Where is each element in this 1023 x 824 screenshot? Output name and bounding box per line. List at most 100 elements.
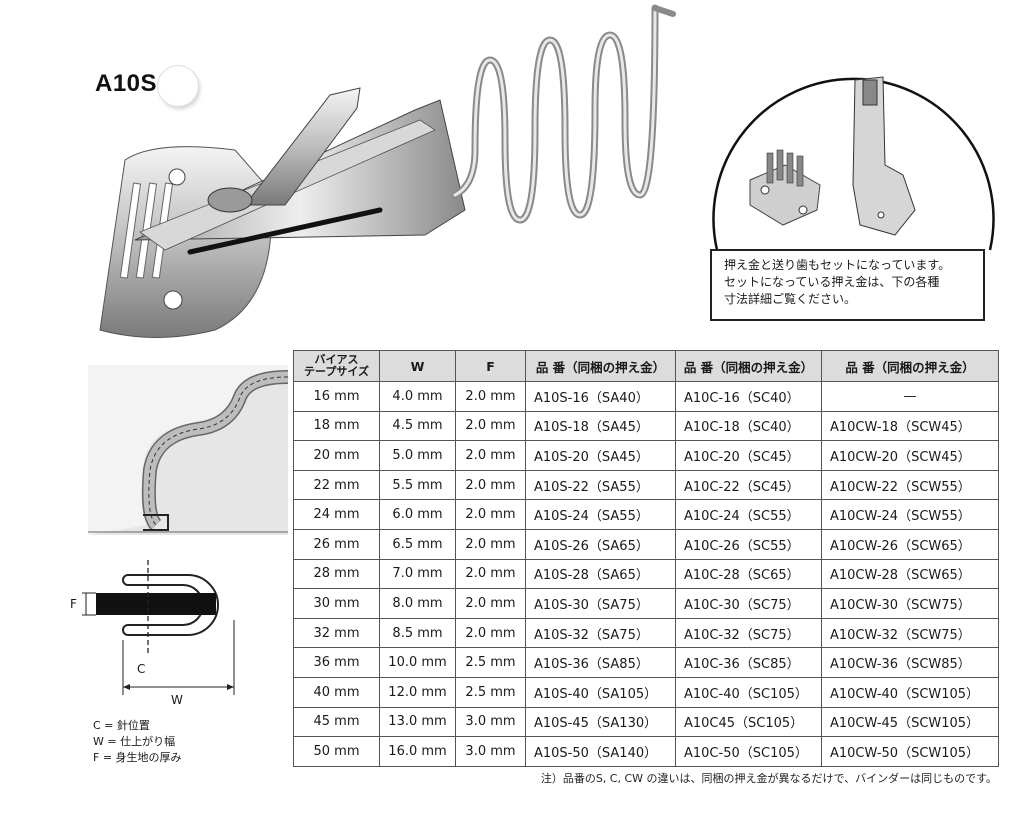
table-cell: 8.0 mm [379,588,456,619]
table-cell: 2.5 mm [455,676,526,708]
header-tape-size-line2: テープサイズ [303,365,369,378]
table-header-row: バイアス テープサイズ W F 品 番（同梱の押え金） 品 番（同梱の押え金） … [293,350,999,382]
table-cell: A10C-18（SC40） [675,410,822,442]
legend-f: F = 身生地の厚み [93,751,182,764]
table-cell: 22 mm [293,469,380,501]
table-cell: 2.0 mm [455,558,526,590]
table-cell: A10C-20（SC45） [675,440,822,471]
table-cell: A10C-50（SC105） [675,736,822,767]
table-cell: 6.0 mm [379,499,456,530]
table-cell: 45 mm [293,706,380,738]
table-cell: A10CW-30（SCW75） [821,588,999,619]
note-line-1: 押え金と送り歯もセットになっています。 [724,258,951,272]
table-cell: A10C-16（SC40） [675,381,822,412]
header-tape-size-line1: バイアス [314,353,359,366]
table-cell: A10S-50（SA140） [525,736,676,767]
table-cell: A10C45（SC105） [675,706,822,738]
table-cell: A10C-26（SC55） [675,528,822,560]
table-cell: A10C-24（SC55） [675,499,822,530]
table-cell: 13.0 mm [379,706,456,738]
table-cell: A10CW-18（SCW45） [821,410,999,442]
legend-w: W = 仕上がり幅 [93,735,176,748]
table-cell: 4.5 mm [379,410,456,442]
table-cell: 5.5 mm [379,469,456,501]
header-f: F [455,350,526,382]
table-cell: 30 mm [293,588,380,619]
table-cell: 4.0 mm [379,381,456,412]
table-cell: A10CW-20（SCW45） [821,440,999,471]
table-cell: 20 mm [293,440,380,471]
table-cell: 28 mm [293,558,380,590]
table-cell: A10CW-22（SCW55） [821,469,999,501]
table-cell: 32 mm [293,617,380,649]
presser-foot-inset-illustration [712,76,995,251]
table-cell: 10.0 mm [379,647,456,678]
table-cell: A10S-22（SA55） [525,469,676,501]
header-part-cw: 品 番（同梱の押え金） [821,350,999,382]
spec-table: バイアス テープサイズ W F 品 番（同梱の押え金） 品 番（同梱の押え金） … [293,350,999,767]
table-cell: A10CW-45（SCW105） [821,706,999,738]
table-cell: A10CW-36（SCW85） [821,647,999,678]
fabric-binding-illustration [88,365,288,535]
table-cell: 7.0 mm [379,558,456,590]
table-cell: 2.0 mm [455,588,526,619]
cross-section-diagram [82,560,235,695]
f-label: F [70,597,77,611]
table-cell: 2.0 mm [455,499,526,530]
table-cell: A10S-20（SA45） [525,440,676,471]
footnote: 注）品番のS, C, CW の違いは、同梱の押え金が異なるだけで、バインダーは同… [540,772,997,785]
title-decoration-circle [158,66,198,106]
w-label: W [171,693,183,707]
table-cell: 8.5 mm [379,617,456,649]
table-cell: 36 mm [293,647,380,678]
table-cell: A10C-32（SC75） [675,617,822,649]
table-cell: A10CW-32（SCW75） [821,617,999,649]
table-cell: 24 mm [293,499,380,530]
table-cell: A10S-32（SA75） [525,617,676,649]
note-line-2: セットになっている押え金は、下の各種 [724,275,940,289]
binder-attachment-illustration [99,4,676,338]
table-cell: A10S-18（SA45） [525,410,676,442]
legend-c: C = 針位置 [93,719,150,732]
table-cell: 16.0 mm [379,736,456,767]
table-cell: 6.5 mm [379,528,456,560]
table-cell: A10CW-28（SCW65） [821,558,999,590]
header-tape-size: バイアス テープサイズ [293,350,380,382]
table-cell: A10C-28（SC65） [675,558,822,590]
table-cell: — [821,381,999,412]
table-cell: A10CW-26（SCW65） [821,528,999,560]
table-cell: A10C-40（SC105） [675,676,822,708]
table-cell: A10S-26（SA65） [525,528,676,560]
table-cell: 40 mm [293,676,380,708]
note-box: 押え金と送り歯もセットになっています。 セットになっている押え金は、下の各種 寸… [710,249,985,321]
table-cell: A10C-36（SC85） [675,647,822,678]
table-cell: 2.0 mm [455,381,526,412]
table-cell: 2.0 mm [455,410,526,442]
note-line-3: 寸法詳細ご覧ください。 [724,292,857,306]
table-cell: A10C-30（SC75） [675,588,822,619]
table-cell: A10C-22（SC45） [675,469,822,501]
table-cell: A10S-36（SA85） [525,647,676,678]
table-cell: 16 mm [293,381,380,412]
table-cell: A10S-24（SA55） [525,499,676,530]
table-cell: A10CW-40（SCW105） [821,676,999,708]
table-cell: A10S-40（SA105） [525,676,676,708]
header-part-c: 品 番（同梱の押え金） [675,350,822,382]
table-cell: 2.0 mm [455,440,526,471]
table-cell: 2.0 mm [455,469,526,501]
table-cell: 50 mm [293,736,380,767]
table-cell: A10CW-50（SCW105） [821,736,999,767]
table-cell: 3.0 mm [455,736,526,767]
